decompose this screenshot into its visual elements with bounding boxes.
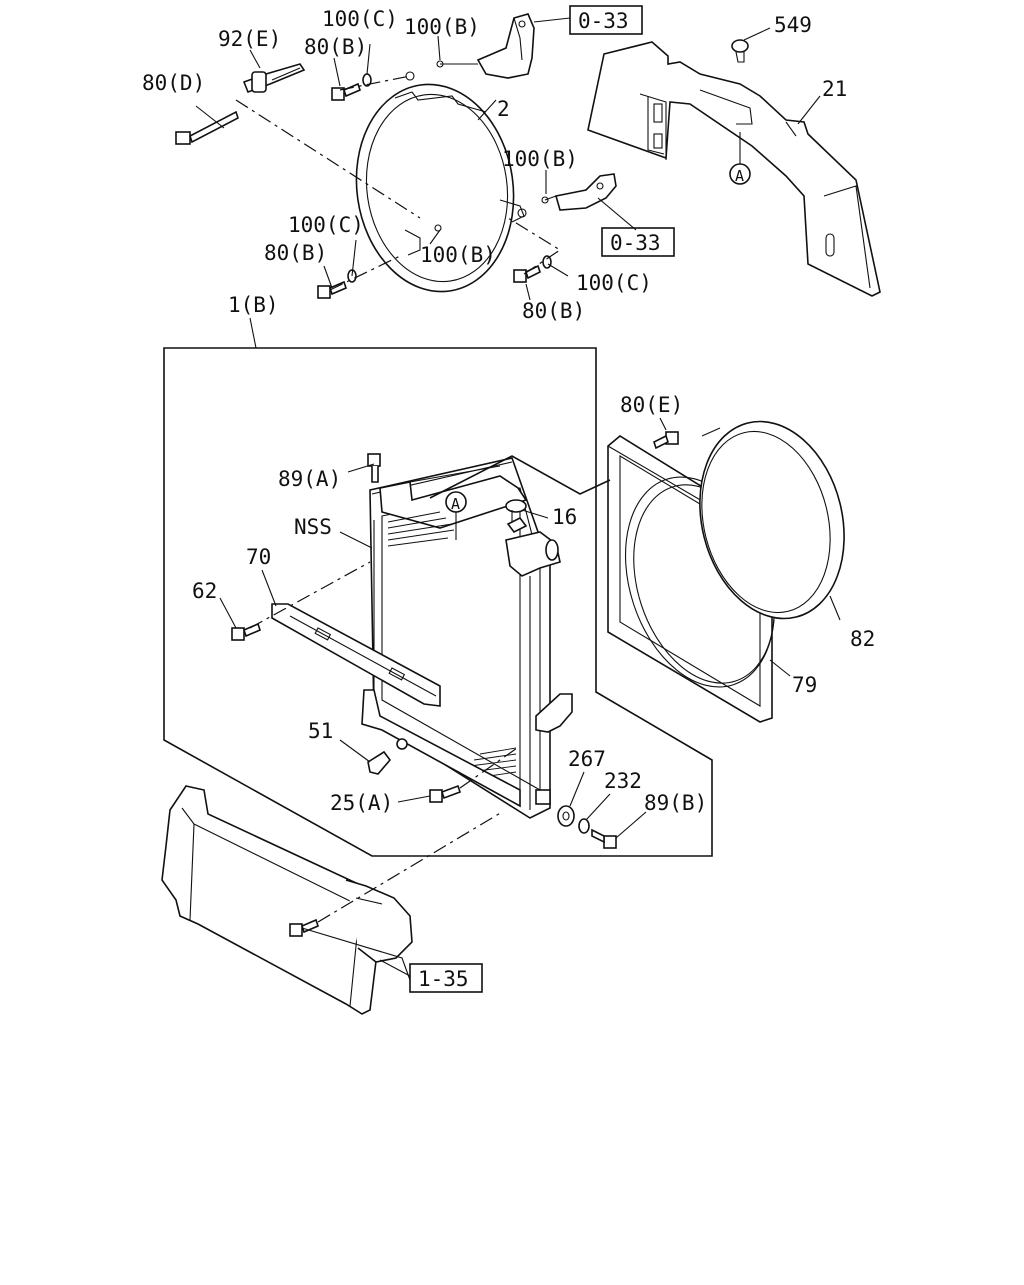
- nut-100b-mid: [434, 224, 442, 232]
- callout-circle-a-mid: [445, 491, 467, 513]
- label-21: 21: [822, 77, 847, 101]
- drain-cock-51: [367, 738, 408, 775]
- fan-shroud-ring: [355, 71, 527, 293]
- label-549: 549: [774, 13, 812, 37]
- filler-neck-cap: [505, 499, 561, 577]
- label-ref-0-33-mid: 0-33: [610, 231, 661, 255]
- label-80b-top: 80(B): [304, 35, 367, 59]
- label-80d: 80(D): [142, 71, 205, 95]
- label-25a: 25(A): [330, 791, 393, 815]
- label-92e: 92(E): [218, 27, 281, 51]
- bolt-80e: [653, 431, 679, 450]
- label-100b-top: 100(B): [404, 15, 480, 39]
- bolt-89b: [591, 828, 617, 849]
- label-89b: 89(B): [644, 791, 707, 815]
- callout-circle-a-top: [729, 163, 751, 185]
- label-100c-left: 100(C): [288, 213, 364, 237]
- label-callout-a-top: A: [735, 167, 744, 185]
- label-callout-a-mid: A: [451, 495, 460, 513]
- bolt-80b-left: [317, 269, 357, 299]
- side-panel-21: [587, 41, 881, 297]
- label-80e: 80(E): [620, 393, 683, 417]
- assembly-frame-1b: [163, 347, 713, 857]
- label-2: 2: [497, 97, 510, 121]
- bolt-89a: [367, 453, 381, 483]
- label-82: 82: [850, 627, 875, 651]
- bracket-70: [271, 603, 441, 707]
- clip-549: [731, 39, 749, 63]
- label-70: 70: [246, 545, 271, 569]
- intercooler-1-35: [161, 785, 503, 1015]
- lower-side-bracket: [535, 693, 573, 805]
- washer-232: [578, 818, 590, 834]
- label-nss: NSS: [294, 515, 332, 539]
- label-267: 267: [568, 747, 606, 771]
- upper-bracket: [476, 13, 535, 79]
- bolt-80b-top: [331, 73, 372, 101]
- label-16: 16: [552, 505, 577, 529]
- label-ref-1-35: 1-35: [418, 967, 469, 991]
- side-bracket: [554, 173, 617, 211]
- fan-ring-82: [699, 420, 845, 620]
- part-labels: 100(C) 92(E) 100(B) 0-33 549 80(B) 80(D)…: [142, 7, 875, 991]
- label-100b-right: 100(B): [502, 147, 578, 171]
- ref-box-1-35: [409, 963, 483, 993]
- label-100b-mid: 100(B): [420, 243, 496, 267]
- bolt-62: [231, 622, 261, 641]
- ref-box-0-33-top: [569, 5, 643, 35]
- ref-box-0-33-mid: [601, 227, 675, 257]
- label-ref-0-33-top: 0-33: [578, 9, 629, 33]
- leader-lines: [195, 17, 841, 981]
- label-80b-left: 80(B): [264, 241, 327, 265]
- label-79: 79: [792, 673, 817, 697]
- label-1b: 1(B): [228, 293, 279, 317]
- bolt-25a: [429, 784, 462, 803]
- label-62: 62: [192, 579, 217, 603]
- bushing-267: [557, 805, 575, 827]
- label-100c-top: 100(C): [322, 7, 398, 31]
- clamp-bolt: [242, 63, 306, 94]
- label-80b-bottom: 80(B): [522, 299, 585, 323]
- label-232: 232: [604, 769, 642, 793]
- nut-100b-right: [541, 196, 549, 204]
- label-51: 51: [308, 719, 333, 743]
- long-bolt-80d: [175, 110, 239, 145]
- label-100c-right: 100(C): [576, 271, 652, 295]
- label-89a: 89(A): [278, 467, 341, 491]
